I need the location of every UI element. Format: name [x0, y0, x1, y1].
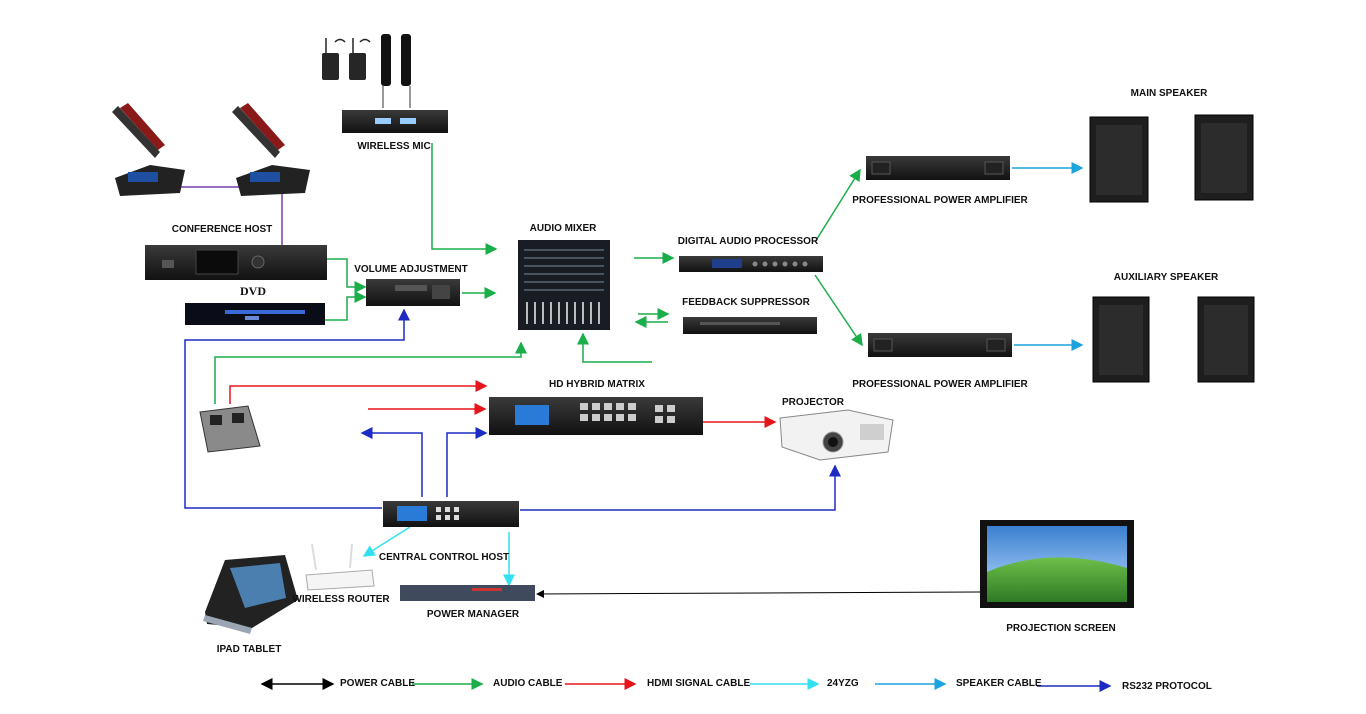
- feedback-suppressor-unit: [683, 317, 817, 334]
- wireless-mic-label: WIRELESS MIC: [357, 141, 431, 152]
- conference-host-label: CONFERENCE HOST: [171, 224, 273, 235]
- audio-line-feedback-return: [577, 332, 652, 363]
- power-manager-unit: [400, 585, 535, 601]
- connections: [180, 143, 1084, 598]
- projector-unit: [779, 409, 894, 461]
- audio-line-processor-amp-bottom: [814, 274, 863, 347]
- dvd-label: DVD: [240, 284, 266, 298]
- projection-screen-unit: [980, 520, 1134, 608]
- legend-speaker-cable: SPEAKER CABLE: [956, 678, 1042, 689]
- volume-adjustment-unit: [366, 279, 460, 306]
- wireless-mic-set: [322, 34, 448, 133]
- legend-lines: [260, 678, 1112, 692]
- hd-hybrid-matrix-unit: [489, 397, 703, 435]
- auxiliary-speakers: [1092, 296, 1255, 383]
- wireless-router-unit: [305, 543, 375, 591]
- rs232-line-host-out: [360, 427, 423, 497]
- projector-label: PROJECTOR: [781, 397, 845, 408]
- ipad-tablet-device: [203, 555, 298, 634]
- feedback-suppressor-label: FEEDBACK SUPPRESSOR: [682, 297, 810, 308]
- power-manager-label: POWER MANAGER: [426, 609, 520, 620]
- audio-line-dvd-volume: [325, 291, 367, 321]
- power-line-screen-manager: [536, 589, 981, 598]
- main-speakers: [1089, 114, 1254, 203]
- conference-host-unit: [145, 245, 327, 280]
- power-amplifier-top-label: PROFESSIONAL POWER AMPLIFIER: [852, 195, 1028, 206]
- digital-audio-processor-unit: [679, 256, 823, 272]
- central-control-host-unit: [383, 501, 519, 527]
- power-amplifier-bottom-unit: [868, 333, 1012, 357]
- hd-hybrid-matrix-label: HD HYBRID MATRIX: [549, 379, 645, 390]
- rs232-line-host-volume: [184, 308, 410, 509]
- legend-audio-cable: AUDIO CABLE: [493, 678, 563, 689]
- dvd-player: [185, 303, 325, 325]
- audio-line-host-volume: [327, 258, 367, 293]
- ipad-tablet-label: IPAD TABLET: [216, 644, 282, 655]
- digital-audio-processor-label: DIGITAL AUDIO PROCESSOR: [677, 236, 819, 247]
- audio-mixer-label: AUDIO MIXER: [529, 223, 597, 234]
- audio-line-floorbox-mixer: [214, 341, 527, 404]
- rs232-line-host-matrix: [446, 427, 488, 497]
- audio-line-processor-amp-top: [814, 168, 861, 243]
- hdmi-line-floorbox-matrix: [229, 380, 488, 404]
- power-amplifier-top-unit: [866, 156, 1010, 180]
- central-control-host-label: CENTRAL CONTROL HOST: [378, 552, 510, 563]
- audio-mixer-unit: [518, 240, 610, 330]
- legend-24yzg: 24YZG: [827, 678, 859, 689]
- volume-adjustment-label: VOLUME ADJUSTMENT: [354, 264, 468, 275]
- yzg-line-host-router: [362, 526, 411, 557]
- legend-power-cable: POWER CABLE: [340, 678, 415, 689]
- legend-rs232-protocol: RS232 PROTOCOL: [1122, 681, 1212, 692]
- floor-box: [199, 405, 261, 453]
- main-speaker-label: MAIN SPEAKER: [1130, 88, 1208, 99]
- auxiliary-speaker-label: AUXILIARY SPEAKER: [1113, 272, 1219, 283]
- power-amplifier-bottom-label: PROFESSIONAL POWER AMPLIFIER: [852, 379, 1028, 390]
- rs232-line-host-projector: [520, 464, 841, 511]
- conference-link: [180, 186, 283, 247]
- conference-microphones: [112, 103, 310, 196]
- wireless-router-label: WIRELESS ROUTER: [292, 594, 390, 605]
- legend-hdmi-signal-cable: HDMI SIGNAL CABLE: [647, 678, 751, 689]
- projection-screen-label: PROJECTION SCREEN: [1006, 623, 1116, 634]
- audio-line-mic-mixer: [431, 143, 498, 255]
